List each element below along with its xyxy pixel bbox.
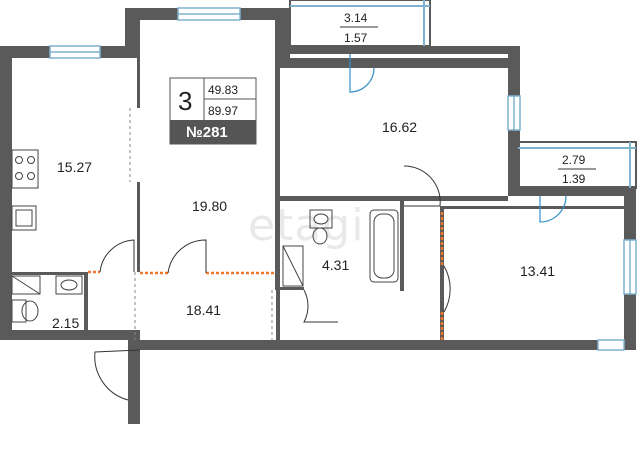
room-area-right: 13.41 xyxy=(520,263,555,279)
apartment-number: №281 xyxy=(186,124,228,141)
room-area-hallway: 18.41 xyxy=(186,302,221,318)
balcony-top-area-a: 3.14 xyxy=(344,11,368,25)
bathtub-icon xyxy=(369,209,399,283)
balcony-top-area-b: 1.57 xyxy=(344,31,368,45)
info-badge: 3 49.83 89.97 №281 xyxy=(169,77,257,145)
room-area-bathroom: 4.31 xyxy=(322,257,349,273)
room-area-wc: 2.15 xyxy=(52,315,79,331)
living-area: 49.83 xyxy=(208,83,238,97)
balcony-right-area-b: 1.39 xyxy=(562,172,586,186)
balcony-right-outline xyxy=(517,141,637,189)
balcony-doors xyxy=(349,54,567,223)
total-area: 89.97 xyxy=(208,104,238,118)
bath-toilet-icon xyxy=(312,227,328,245)
balcony-labels: 3.14 1.57 2.79 1.39 xyxy=(340,11,596,186)
windows xyxy=(49,7,637,351)
room-area-top-right: 16.62 xyxy=(382,119,417,135)
partitions xyxy=(88,212,444,340)
room-area-center: 19.80 xyxy=(192,198,227,214)
door-swings xyxy=(94,165,451,401)
room-area-kitchen: 15.27 xyxy=(57,159,92,175)
balcony-right-area-a: 2.79 xyxy=(562,153,586,167)
wc-sink-icon xyxy=(55,275,83,295)
zone-lines xyxy=(129,108,273,340)
toilet-icon xyxy=(11,299,27,323)
room-labels: 15.27 19.80 16.62 13.41 4.31 2.15 18.41 xyxy=(52,119,555,331)
stove-icon xyxy=(11,149,39,189)
rooms-count: 3 xyxy=(178,86,192,116)
balcony-top-outline xyxy=(289,0,431,47)
sink-icon xyxy=(11,205,37,231)
interior-walls xyxy=(12,20,624,340)
watermark: etagi xyxy=(248,200,364,251)
fixtures xyxy=(11,149,399,323)
